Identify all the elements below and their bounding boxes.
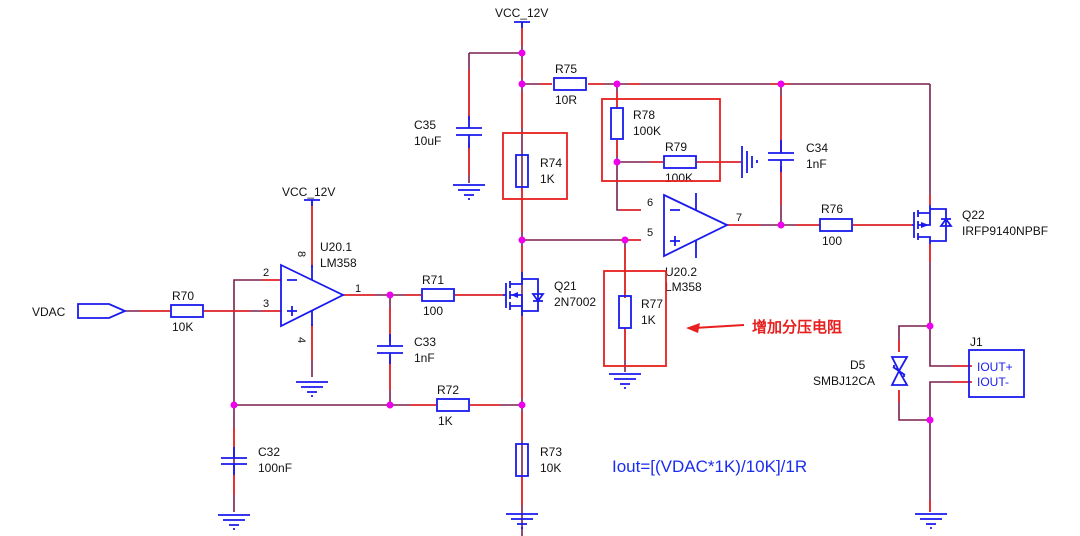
u20-2-pin-inv: 6 [647, 197, 653, 209]
u20-1-value: LM358 [320, 256, 357, 270]
wire-r78-to-pin6 [616, 140, 641, 211]
resistor-r73[interactable]: R73 10K [515, 443, 562, 477]
c35-value: 10uF [414, 134, 441, 148]
ground-icon [453, 184, 485, 200]
ground-icon-r79 [741, 146, 758, 178]
capacitor-c32[interactable]: C32 100nF [221, 445, 292, 475]
j1-pin-iout-minus: IOUT- [977, 375, 1009, 389]
r70-value: 10K [172, 320, 193, 334]
r78-value: 100K [633, 124, 661, 138]
mosfet-q22[interactable]: Q22 IRFP9140NPBF [912, 205, 1048, 244]
u20-1-pin-noninv: 3 [263, 298, 269, 310]
u20-2-value: LM358 [665, 280, 702, 294]
r74-ref: R74 [540, 156, 562, 170]
u20-1-pin-inv: 2 [263, 267, 269, 279]
q21-value: 2N7002 [554, 295, 596, 309]
c34-value: 1nF [806, 157, 827, 171]
r70-ref: R70 [172, 289, 194, 303]
r75-value: 10R [555, 93, 577, 107]
junction-dots [230, 49, 934, 424]
c32-value: 100nF [258, 461, 292, 475]
d5-value: SMBJ12CA [813, 374, 875, 388]
resistor-r71[interactable]: R71 100 [421, 273, 455, 318]
u20-2-ref: U20.2 [665, 265, 697, 279]
capacitor-c34[interactable]: C34 1nF [768, 140, 828, 172]
u20-2-pin-out: 7 [736, 212, 742, 224]
q21-ref: Q21 [554, 279, 577, 293]
annotation-note: 增加分压电阻 [752, 318, 842, 336]
tvs-diode-d5[interactable]: D5 SMBJ12CA [813, 356, 909, 388]
r73-value: 10K [540, 461, 561, 475]
connector-j1[interactable]: J1 IOUT+ IOUT- [968, 335, 1025, 398]
vcc-label-u20-1: VCC_12V [282, 185, 335, 199]
annotation-formula: Iout=[(VDAC*1K)/10K]/1R [612, 457, 807, 476]
r76-ref: R76 [821, 202, 843, 216]
c34-ref: C34 [806, 141, 828, 155]
opamp-u20-2[interactable]: 6 5 7 U20.2 LM358 [647, 193, 742, 294]
resistor-r72[interactable]: R72 1K [436, 383, 470, 428]
q22-ref: Q22 [962, 208, 985, 222]
wire-u20-1-feedback [233, 279, 282, 512]
u20-1-pin-vcc: 8 [295, 251, 307, 257]
r77-value: 1K [641, 313, 656, 327]
r73-ref: R73 [540, 445, 562, 459]
resistor-r74[interactable]: R74 1K [515, 154, 562, 188]
r76-value: 100 [822, 234, 842, 248]
pin-stubs [140, 28, 972, 512]
annotation-arrow-icon [686, 323, 745, 333]
j1-pin-iout-plus: IOUT+ [977, 360, 1013, 374]
vcc-symbol-top: VCC_12V [495, 6, 548, 28]
r78-ref: R78 [633, 108, 655, 122]
wire-d5-bottom [898, 390, 930, 421]
ground-icon [915, 513, 947, 529]
u20-1-pin-out: 1 [355, 283, 361, 295]
r71-value: 100 [423, 304, 443, 318]
c33-ref: C33 [414, 335, 436, 349]
capacitor-c33[interactable]: C33 1nF [377, 334, 436, 365]
c33-value: 1nF [414, 351, 435, 365]
r75-ref: R75 [555, 62, 577, 76]
vdac-label: VDAC [32, 305, 66, 319]
ground-icon [296, 381, 328, 397]
u20-2-pin-noninv: 5 [647, 227, 653, 239]
ground-icon [218, 514, 250, 530]
opamp-u20-1[interactable]: 2 3 1 8 4 U20.1 LM358 [263, 240, 361, 343]
r79-ref: R79 [665, 140, 687, 154]
resistor-r75[interactable]: R75 10R [553, 62, 587, 107]
r79-value: 100K [665, 171, 693, 185]
highlight-box-r78-r79 [601, 98, 721, 182]
c32-ref: C32 [258, 445, 280, 459]
q22-value: IRFP9140NPBF [962, 224, 1048, 238]
c35-ref: C35 [414, 118, 436, 132]
wire-q22-drain [929, 244, 972, 367]
resistor-r78[interactable]: R78 100K [610, 107, 661, 140]
capacitor-c35[interactable]: C35 10uF [414, 116, 482, 148]
r72-ref: R72 [437, 383, 459, 397]
vcc-label-top: VCC_12V [495, 6, 548, 20]
r71-ref: R71 [422, 273, 444, 287]
resistor-r76[interactable]: R76 100 [819, 202, 853, 248]
u20-1-ref: U20.1 [320, 240, 352, 254]
wire-d5-top [898, 325, 930, 352]
u20-1-pin-gnd: 4 [295, 337, 307, 343]
vcc-symbol-u20-1: VCC_12V [282, 185, 335, 206]
j1-ref: J1 [970, 335, 983, 349]
highlight-box-r74 [502, 132, 568, 200]
r74-value: 1K [540, 172, 555, 186]
resistor-r77[interactable]: R77 1K [618, 295, 663, 329]
port-vdac[interactable]: VDAC [32, 303, 128, 319]
ground-icon [609, 373, 641, 389]
r77-ref: R77 [641, 297, 663, 311]
resistor-r79[interactable]: R79 100K [663, 140, 697, 185]
resistor-r70[interactable]: R70 10K [170, 289, 204, 334]
wire-iout-minus [929, 381, 972, 512]
r72-value: 1K [438, 414, 453, 428]
ground-icon [506, 513, 538, 529]
highlight-box-r77 [603, 270, 667, 367]
mosfet-q21[interactable]: Q21 2N7002 [503, 272, 596, 316]
d5-ref: D5 [850, 358, 866, 372]
